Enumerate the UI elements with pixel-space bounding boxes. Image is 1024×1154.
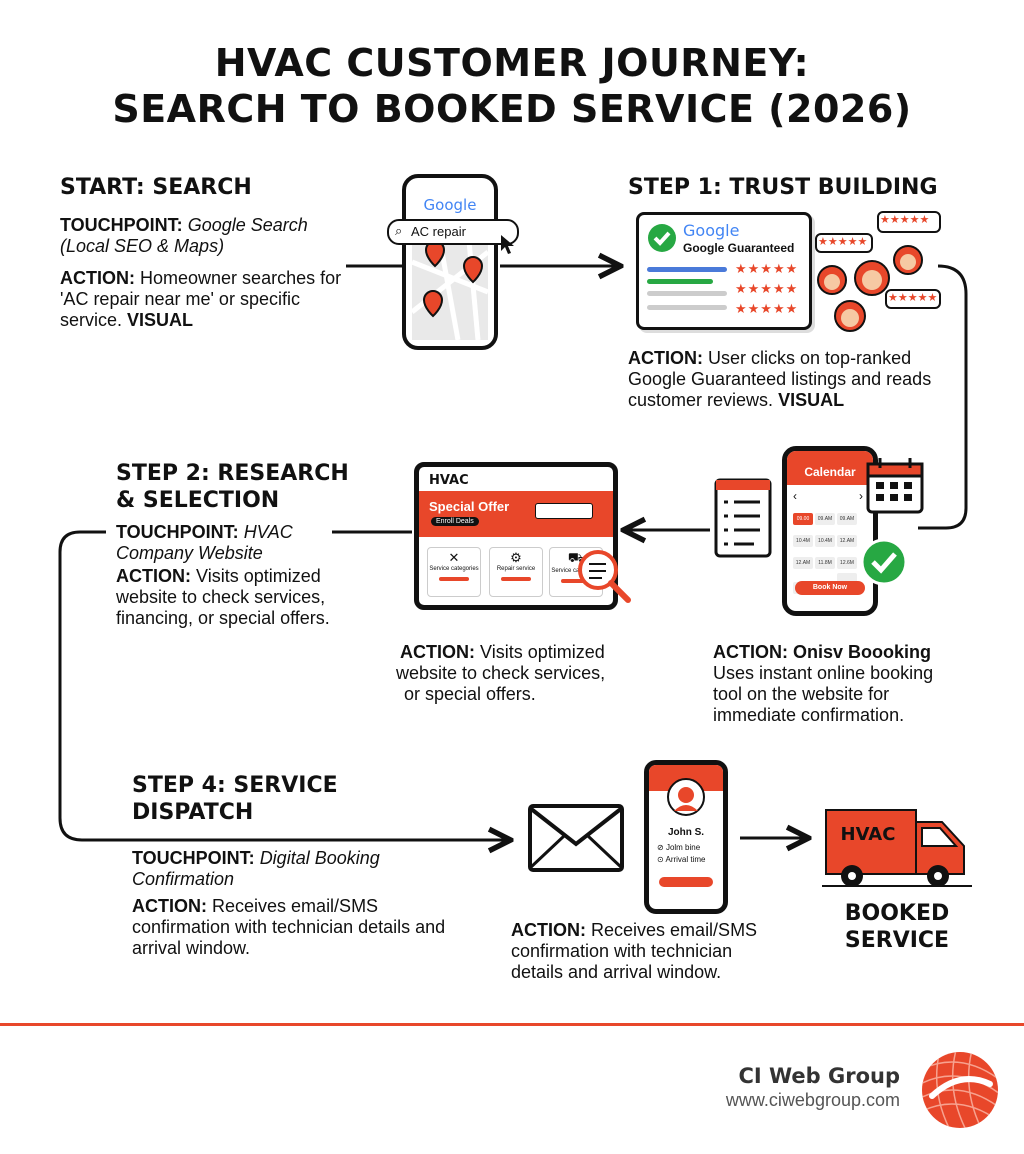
- time-slot[interactable]: 11.8M: [815, 557, 835, 569]
- chevron-right-icon[interactable]: ›: [859, 489, 863, 503]
- technician-name: John S.: [667, 827, 705, 838]
- footer-brand: CI Web Group www.ciwebgroup.com: [726, 1064, 900, 1111]
- site-card-1[interactable]: ✕ Service categories: [427, 547, 481, 597]
- step2-block: STEP 2: RESEARCH & SELECTION TOUCHPOINT:…: [116, 460, 376, 629]
- calendar-title: Calendar: [804, 465, 856, 479]
- ci-web-group-logo-icon: [922, 1052, 998, 1128]
- card-bar-green: [647, 279, 713, 284]
- time-slot[interactable]: 12.AM: [793, 557, 813, 569]
- time-slot[interactable]: 10.4M: [815, 535, 835, 547]
- ac-unit-icon: [535, 503, 593, 519]
- card-bar-grey-2: [647, 305, 727, 310]
- booked-service-label: BOOKED SERVICE: [844, 901, 950, 953]
- search-icon: ⌕: [395, 223, 403, 238]
- card-bar-blue: [647, 267, 727, 272]
- card-stars-2: ★★★★★: [735, 281, 799, 296]
- arrow-step1-to-booking: [918, 264, 968, 530]
- card-stars-3: ★★★★★: [735, 301, 799, 316]
- technician-line-1: ⊘ Jolm bine: [657, 843, 701, 852]
- confirm-button[interactable]: [659, 877, 713, 887]
- map-pin-3: [422, 290, 444, 318]
- arrival-time: ⊙ Arrival time: [657, 855, 706, 864]
- google-guaranteed-card: Google Google Guaranteed ★★★★★ ★★★★★ ★★★…: [636, 212, 812, 330]
- start-action: ACTION: Homeowner searches for 'AC repai…: [60, 268, 342, 330]
- technician-avatar: [667, 778, 705, 816]
- brand-name: CI Web Group: [738, 1064, 900, 1088]
- step2-touchpoint: TOUCHPOINT: HVAC Company Website: [116, 522, 293, 563]
- search-phone-illustration: Google: [402, 174, 498, 350]
- card-stars-1: ★★★★★: [735, 261, 799, 276]
- step1-heading: STEP 1: TRUST BUILDING: [628, 175, 938, 200]
- technician-phone: John S. ⊘ Jolm bine ⊙ Arrival time: [644, 760, 728, 914]
- phone-google-logo: Google: [424, 196, 477, 214]
- check-badge-icon: [648, 224, 676, 252]
- title-line-2: SEARCH TO BOOKED SERVICE (2026): [112, 87, 912, 131]
- site-offer: Special Offer: [429, 499, 510, 514]
- tools-icon: ✕: [448, 550, 460, 565]
- title-line-1: HVAC CUSTOMER JOURNEY:: [214, 41, 810, 85]
- site-brand: HVAC: [429, 473, 469, 488]
- card-badge-text: Google Guaranteed: [683, 241, 795, 255]
- step4-mid-action: ACTION: Receives email/SMS confirmation …: [511, 920, 758, 982]
- cursor-icon: [501, 235, 514, 254]
- step2-mid-action: ACTION: Visits optimized website to chec…: [396, 642, 606, 704]
- step4-touchpoint: TOUCHPOINT: Digital Booking Confirmation: [132, 848, 380, 889]
- search-query: AC repair: [411, 224, 466, 239]
- start-block: START: SEARCH TOUCHPOINT: Google Search …: [60, 174, 360, 331]
- review-stars-2: ★★★★★: [818, 236, 868, 248]
- step4-block: STEP 4: SERVICE DISPATCH TOUCHPOINT: Dig…: [132, 772, 462, 959]
- book-now-button[interactable]: Book Now: [795, 581, 865, 595]
- search-input[interactable]: ⌕ AC repair: [387, 219, 519, 245]
- calendar-icon: [866, 458, 924, 514]
- time-slot[interactable]: 09.00: [793, 513, 813, 525]
- card-bar-grey-1: [647, 291, 727, 296]
- chevron-left-icon[interactable]: ‹: [793, 489, 797, 503]
- page-title: HVAC CUSTOMER JOURNEY: SEARCH TO BOOKED …: [0, 40, 1024, 132]
- step4-action: ACTION: Receives email/SMS confirmation …: [132, 896, 446, 958]
- review-stars-3: ★★★★★: [888, 292, 938, 304]
- map-pin-2: [462, 256, 484, 284]
- start-heading: START: SEARCH: [60, 175, 252, 200]
- card-google-logo: Google: [683, 221, 740, 240]
- confirm-check-icon: [860, 538, 908, 586]
- site-card-2[interactable]: ⚙ Repair service: [489, 547, 543, 597]
- checklist-icon: [714, 478, 772, 558]
- van-label: HVAC: [841, 824, 896, 845]
- website-mockup: HVAC Special Offer Enroll Deals ✕ Servic…: [414, 462, 618, 610]
- time-slot[interactable]: 09.AM: [815, 513, 835, 525]
- magnifier-icon: [578, 550, 631, 603]
- step3-action: ACTION: Onisv Boooking Uses instant onli…: [713, 642, 934, 725]
- brand-url[interactable]: www.ciwebgroup.com: [725, 1090, 900, 1110]
- step4-heading: STEP 4: SERVICE DISPATCH: [132, 773, 338, 825]
- reviewer-avatars: [815, 211, 941, 332]
- time-slot[interactable]: 09.AM: [837, 513, 857, 525]
- step1-action: ACTION: User clicks on top-ranked Google…: [628, 348, 932, 410]
- service-van-icon: HVAC: [822, 809, 972, 887]
- step2-heading: STEP 2: RESEARCH & SELECTION: [116, 461, 349, 513]
- email-envelope-icon: [528, 804, 624, 872]
- time-slot[interactable]: 12.AM: [837, 535, 857, 547]
- footer-divider: [0, 1023, 1024, 1026]
- step2-action: ACTION: Visits optimized website to chec…: [116, 566, 330, 628]
- arrow-step2-to-dispatch: [58, 530, 508, 840]
- gear-icon: ⚙: [510, 550, 522, 565]
- start-touchpoint: TOUCHPOINT: Google Search (Local SEO & M…: [60, 215, 308, 256]
- review-stars-1: ★★★★★: [880, 214, 930, 226]
- site-cta-button[interactable]: Enroll Deals: [431, 517, 479, 526]
- time-slot[interactable]: 10.4M: [793, 535, 813, 547]
- time-slot[interactable]: 12.6M: [837, 557, 857, 569]
